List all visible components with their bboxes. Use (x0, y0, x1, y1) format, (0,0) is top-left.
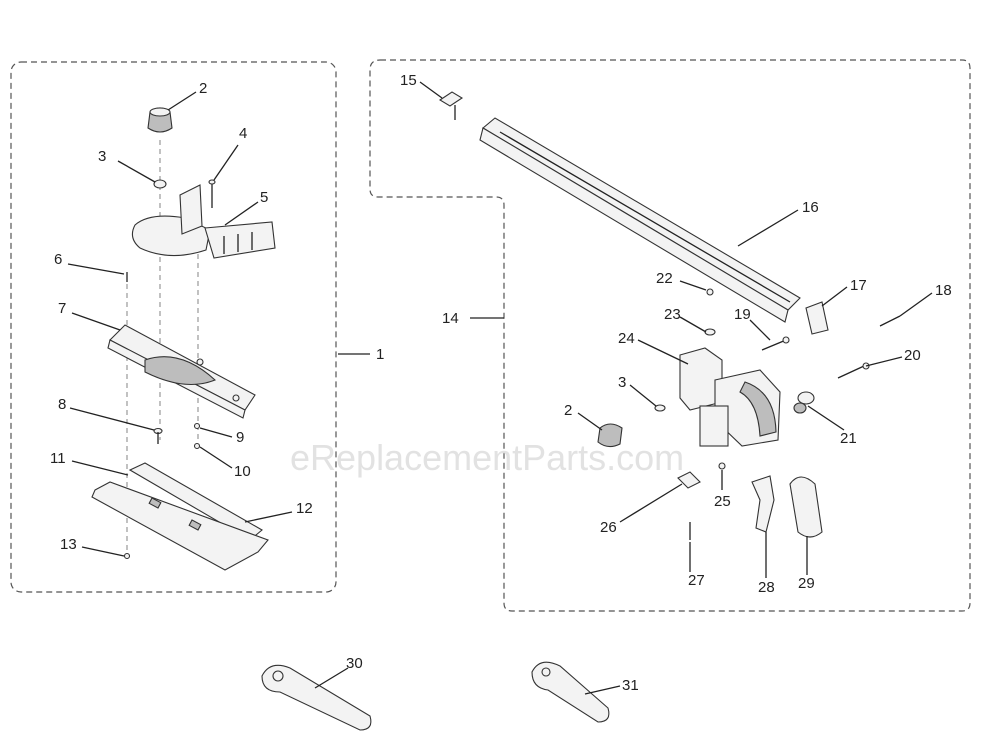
callout-25: 25 (714, 493, 731, 510)
callout-18: 18 (935, 282, 952, 299)
callout-17: 17 (850, 277, 867, 294)
screw-25-part (718, 462, 726, 470)
fastener-10-part (193, 442, 201, 450)
clip-15-part (438, 91, 464, 120)
leader-lines (67, 81, 933, 695)
callout-26: 26 (600, 519, 617, 536)
callout-6: 6 (54, 251, 62, 268)
rip-fence-group-boundary (369, 59, 971, 612)
callout-5: 5 (260, 189, 268, 206)
knob-part (147, 107, 173, 133)
callout-2-right: 2 (564, 402, 572, 419)
callout-23: 23 (664, 306, 681, 323)
callout-4: 4 (239, 125, 247, 142)
callout-13: 13 (60, 536, 77, 553)
callout-10: 10 (234, 463, 251, 480)
lever-28-part (751, 475, 775, 533)
callout-3-right: 3 (618, 374, 626, 391)
callout-27: 27 (688, 572, 705, 589)
callout-2-left: 2 (199, 80, 207, 97)
callout-29: 29 (798, 575, 815, 592)
callout-11: 11 (50, 450, 66, 467)
callout-9: 9 (236, 429, 244, 446)
callout-20: 20 (904, 347, 921, 364)
screw-22-part (706, 288, 714, 296)
fence-head-part (679, 347, 781, 447)
callout-30: 30 (346, 655, 363, 672)
bolt-part (153, 427, 163, 444)
callout-22: 22 (656, 270, 673, 287)
fence-rail-part (479, 117, 801, 323)
miter-gauge-group-boundary (10, 61, 337, 593)
callout-3-left: 3 (98, 148, 106, 165)
callout-21: 21 (840, 430, 857, 447)
callout-19: 19 (734, 306, 751, 323)
miter-head-part (131, 184, 276, 259)
bushing-21-part (793, 391, 815, 414)
pin-18-part (879, 315, 901, 327)
callout-labels: 1 2 3 4 5 6 7 8 9 10 11 12 13 14 15 16 1… (50, 72, 952, 694)
plate-26-part (677, 471, 701, 489)
wrench-31-part (531, 661, 610, 723)
handle-29-part (789, 476, 823, 538)
callout-14: 14 (442, 310, 459, 327)
callout-24: 24 (618, 330, 635, 347)
callout-31: 31 (622, 677, 639, 694)
callout-15: 15 (400, 72, 417, 89)
washer-part (153, 179, 167, 189)
watermark-text: eReplacementParts.com (290, 437, 684, 478)
bracket-17-part (805, 301, 829, 335)
bolt-20-part (837, 362, 870, 379)
guide-bar-part (91, 462, 269, 571)
callout-16: 16 (802, 199, 819, 216)
callout-7: 7 (58, 300, 66, 317)
screw-13-part (123, 552, 131, 560)
washer-right-part (654, 404, 666, 412)
screw-19-part (761, 336, 790, 351)
knob-right-part (597, 423, 623, 448)
callout-28: 28 (758, 579, 775, 596)
wrench-30-part (261, 664, 372, 731)
washer-23-part (704, 328, 716, 336)
callout-8: 8 (58, 396, 66, 413)
miter-plate-part (107, 324, 256, 419)
screw-part (208, 179, 216, 208)
callout-1: 1 (376, 346, 384, 363)
fastener-9-part (193, 422, 201, 430)
callout-12: 12 (296, 500, 313, 517)
